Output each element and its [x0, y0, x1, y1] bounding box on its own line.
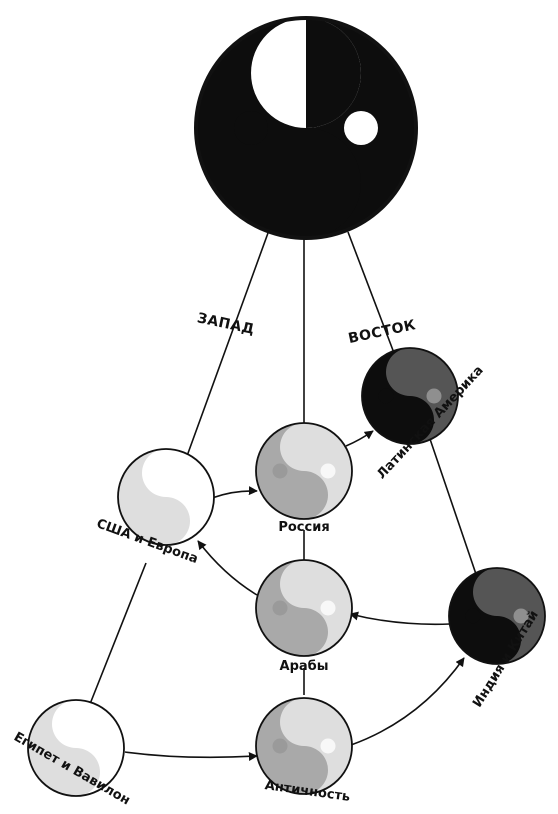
- arrow-antiquity-to-india: [350, 657, 465, 746]
- label-russia: Россия: [278, 520, 329, 535]
- arrow-egypt-to-antiquity: [124, 751, 258, 761]
- node-arabs-icon: [255, 559, 353, 657]
- node-antiquity-icon: [255, 697, 353, 795]
- label-west: ЗАПАД: [196, 310, 256, 338]
- connectors: [89, 231, 479, 761]
- node-egypt-babylon-icon: [27, 699, 125, 797]
- arrow-india-to-arabs: [349, 611, 451, 626]
- big-yin-yang-icon: [194, 16, 418, 240]
- line-usa-to-egypt: [89, 562, 147, 705]
- arrow-russia-to-latin: [345, 430, 374, 447]
- node-india-china-icon: [448, 567, 546, 665]
- line-latin-to-india: [429, 438, 479, 581]
- node-russia-icon: [255, 422, 353, 520]
- node-usa-europe-icon: [117, 448, 215, 546]
- node-latin-america-icon: [361, 347, 459, 445]
- arrow-usa-to-russia: [211, 486, 258, 499]
- label-arabs: Арабы: [280, 659, 329, 674]
- arrow-arabs-to-usa: [197, 540, 258, 596]
- line-top-to-usa: [182, 232, 269, 468]
- line-top-to-latin: [347, 231, 395, 354]
